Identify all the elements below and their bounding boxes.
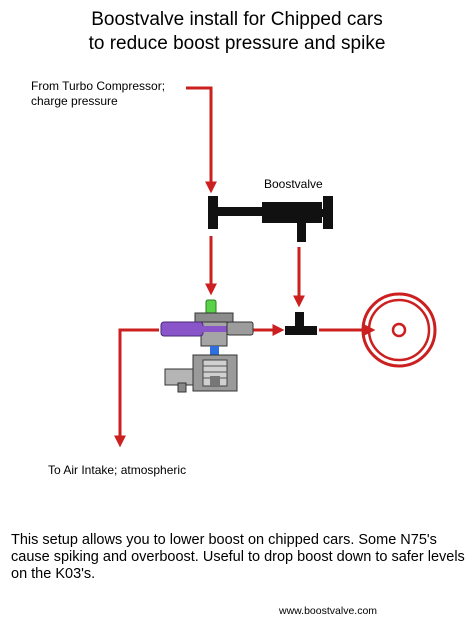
diverter-valve-icon [160, 299, 254, 393]
pipe-from-turbo [186, 86, 217, 194]
diagram-title-line-1: Boostvalve install for Chipped cars [91, 9, 383, 30]
source-label-line-1: From Turbo Compressor; [31, 79, 166, 93]
pipe-to-air-intake [114, 328, 159, 448]
air-intake-label: To Air Intake; atmospheric [48, 463, 187, 477]
website-footer: www.boostvalve.com [279, 605, 378, 617]
tee-fitting-icon [285, 312, 317, 335]
boostvalve-icon [208, 196, 333, 242]
description-caption: This setup allows you to lower boost on … [11, 532, 465, 582]
source-label-line-2: charge pressure [31, 94, 118, 108]
diagram-title-line-2: to reduce boost pressure and spike [88, 33, 386, 54]
gauge-icon [361, 292, 437, 368]
boostvalve-label: Boostvalve [264, 177, 323, 191]
